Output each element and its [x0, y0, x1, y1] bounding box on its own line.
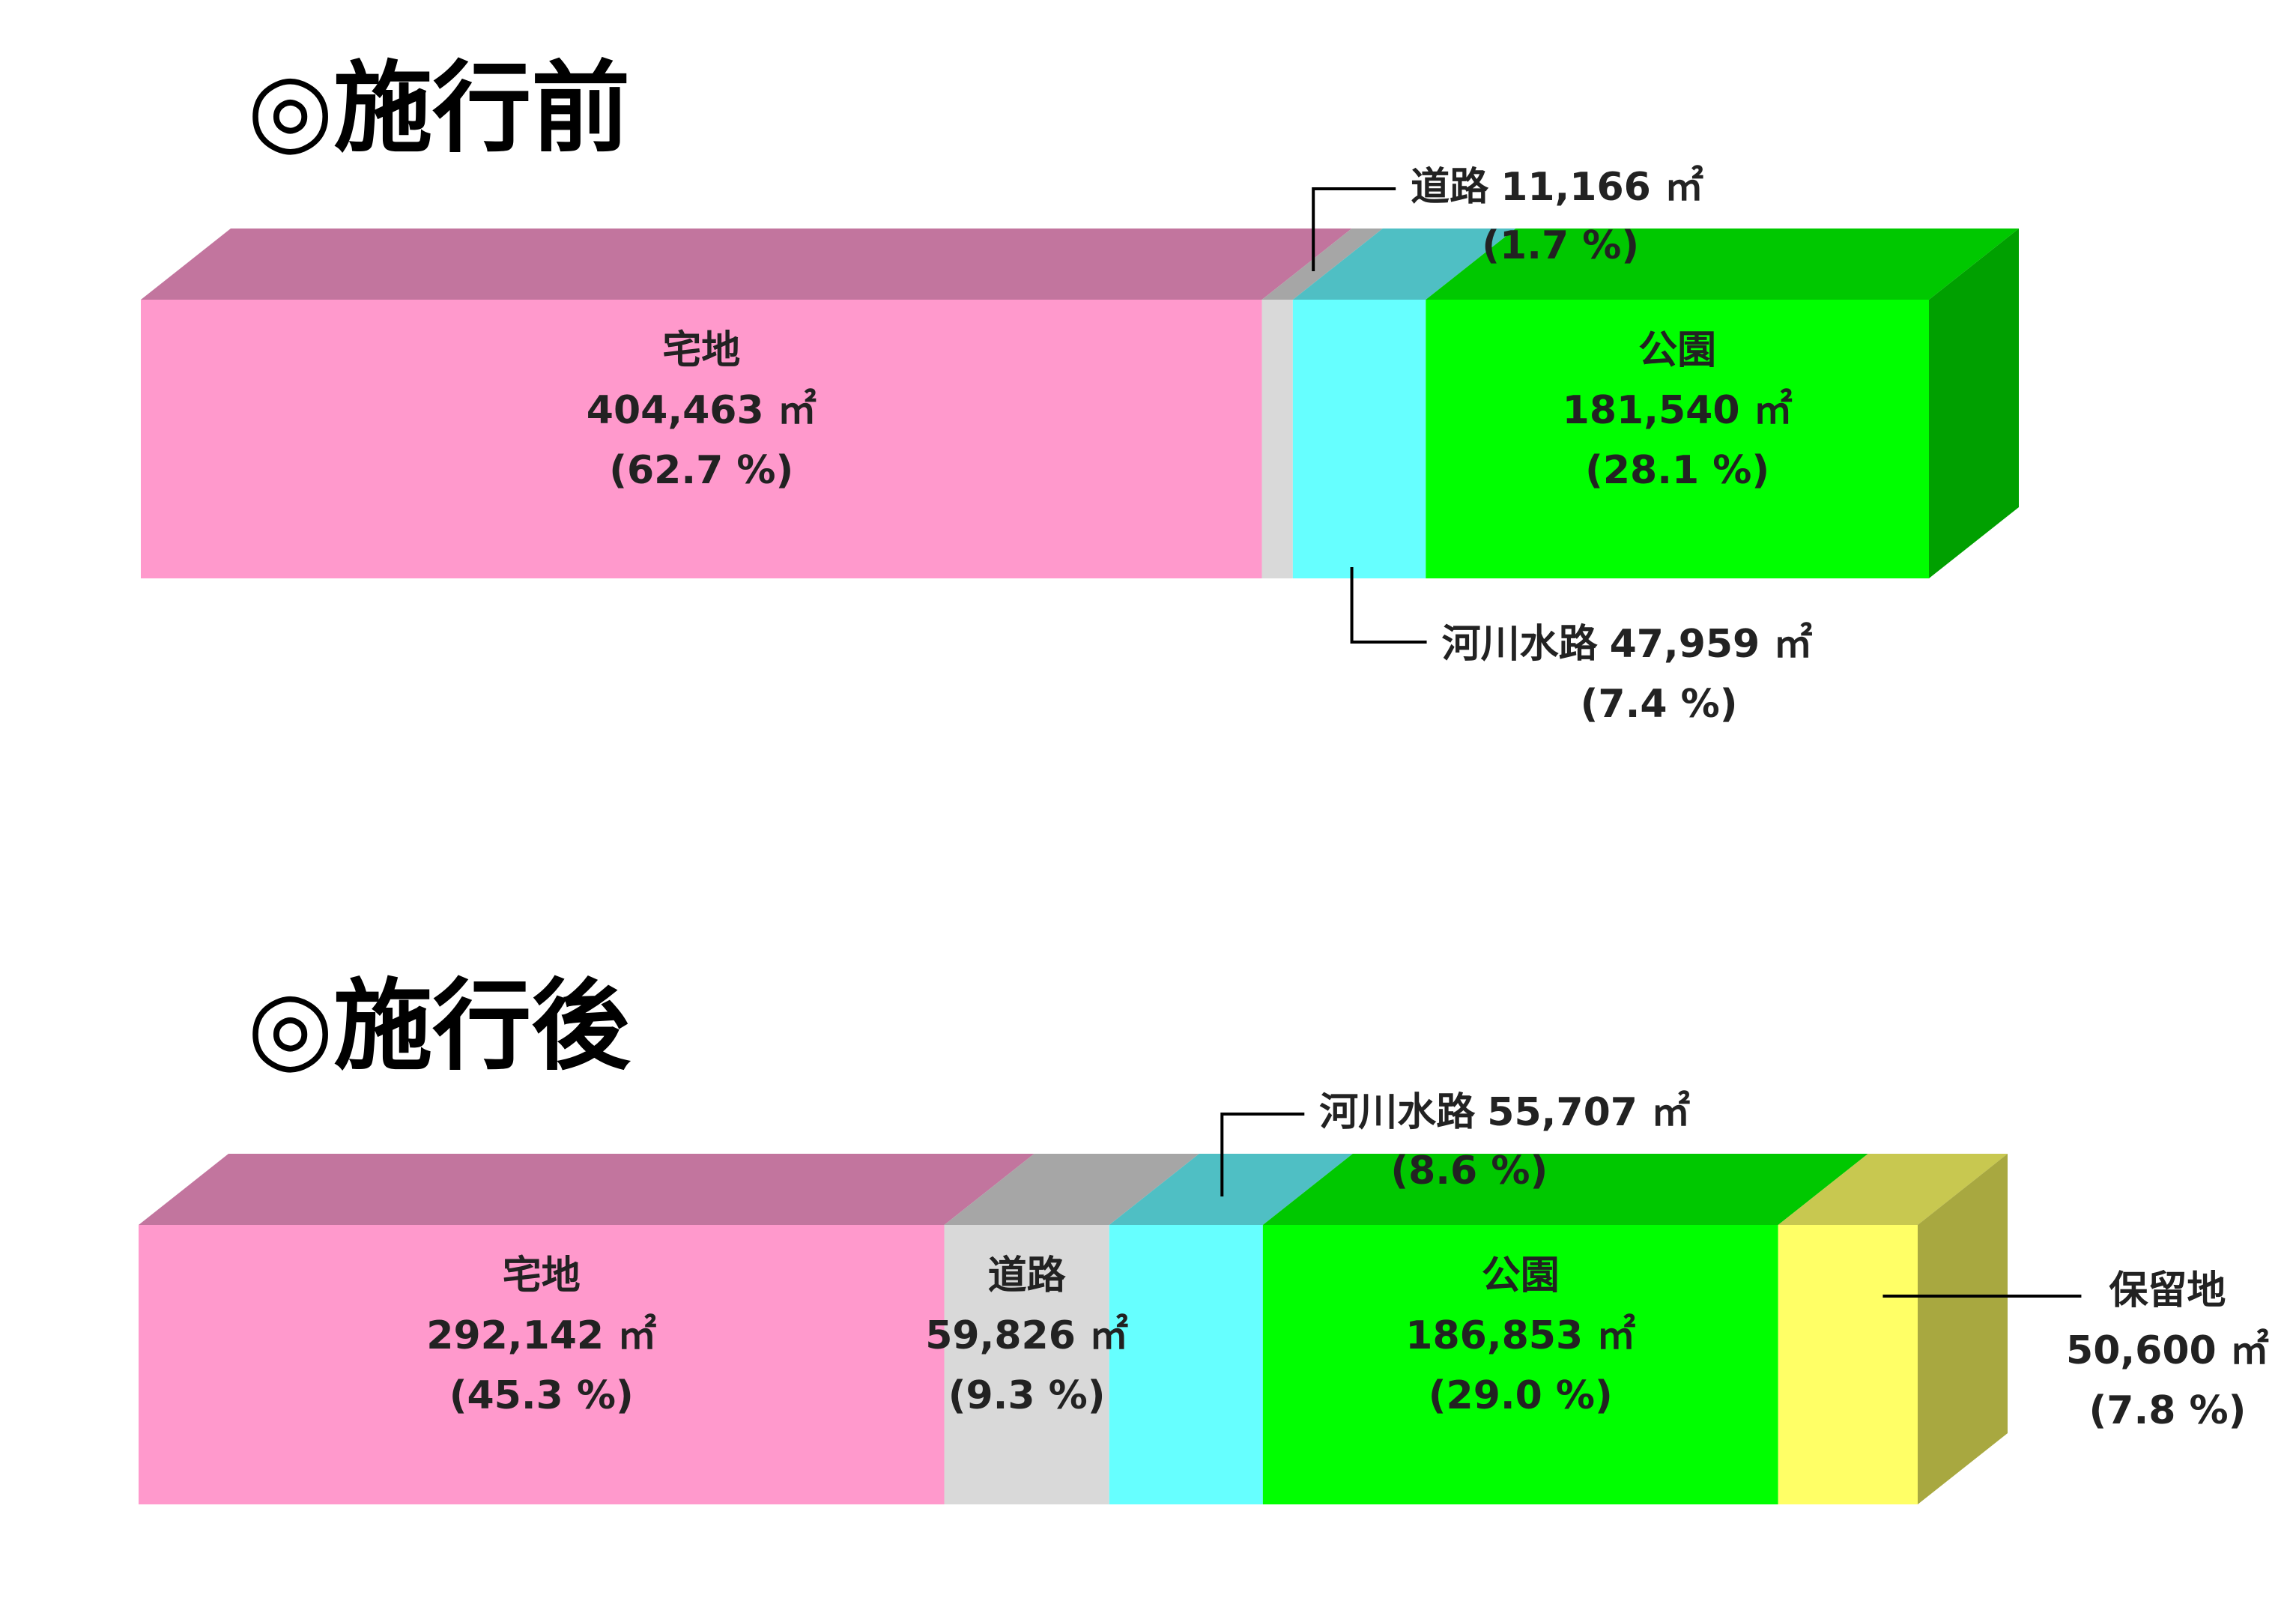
chart0-segment-2-leader-line — [1350, 567, 1427, 644]
chart-after-title: ◎施行後 — [247, 969, 631, 1084]
chart1-segment-0-top — [139, 1154, 1035, 1225]
chart0-segment-1-area: 11,166 ㎡ — [1500, 165, 1703, 210]
chart1-segment-0-percent: (45.3 %) — [449, 1373, 634, 1418]
chart0-segment-3-top — [1426, 229, 2019, 300]
chart1-segment-4-top — [1778, 1154, 2008, 1225]
chart0-segment-3-area: 181,540 ㎡ — [1563, 388, 1793, 433]
chart0-segment-1-percent: (1.7 %) — [1482, 223, 1639, 268]
chart0-segment-1-top — [1261, 229, 1383, 300]
chart1-segment-2-top — [1109, 1154, 1353, 1225]
chart1-segment-1-top — [944, 1154, 1199, 1225]
chart1-segment-0-area: 292,142 ㎡ — [426, 1313, 656, 1358]
chart0-segment-2-top — [1292, 229, 1516, 300]
chart0-segment-0-top — [141, 229, 1352, 300]
chart1-segment-4-side — [1918, 1154, 2008, 1504]
chart1-segment-0-name: 宅地 — [503, 1253, 581, 1298]
chart1-segment-1-bar — [944, 1225, 1109, 1504]
chart0-segment-3-side — [1929, 229, 2019, 578]
chart0-segment-2-name: 河川水路 — [1442, 622, 1599, 667]
chart1-segment-4-area: 50,600 ㎡ — [2066, 1328, 2269, 1373]
chart0-segment-2-area: 47,959 ㎡ — [1610, 622, 1813, 667]
chart1-segment-2-name: 河川水路 — [1319, 1090, 1476, 1135]
chart1-segment-3-percent: (29.0 %) — [1429, 1373, 1613, 1418]
chart1-segment-0-bar — [139, 1225, 945, 1504]
chart1-segment-3-area: 186,853 ㎡ — [1405, 1313, 1635, 1358]
chart1-segment-4-name: 保留地 — [2109, 1268, 2226, 1313]
chart1-segment-2-area: 55,707 ㎡ — [1487, 1090, 1690, 1135]
chart1-segment-3-bar — [1262, 1225, 1778, 1504]
chart1-segment-1-name: 道路 — [988, 1253, 1067, 1298]
chart-after-labels: 宅地 292,142 ㎡ (45.3 %) 道路 59,826 ㎡ (9.3 %) 河川水路… — [426, 1090, 2269, 1433]
chart0-segment-2-percent: (7.4 %) — [1581, 682, 1738, 727]
chart0-segment-2-bar — [1292, 300, 1426, 578]
chart0-segment-0-bar — [141, 300, 1262, 578]
chart0-segment-1-bar — [1261, 300, 1293, 578]
chart1-segment-2-percent: (8.6 %) — [1390, 1149, 1548, 1193]
chart1-segment-1-percent: (9.3 %) — [948, 1373, 1106, 1418]
chart0-segment-3-name: 公園 — [1638, 328, 1716, 373]
chart-before-bars — [141, 229, 2019, 578]
chart-before-title: ◎施行前 — [247, 51, 630, 166]
chart0-segment-3-percent: (28.1 %) — [1585, 448, 1769, 493]
chart1-segment-3-name: 公園 — [1482, 1253, 1560, 1298]
chart1-segment-2-leader-line — [1220, 1113, 1305, 1196]
chart1-segment-4-percent: (7.8 %) — [2089, 1388, 2247, 1433]
chart0-segment-0-percent: (62.7 %) — [609, 448, 793, 493]
chart0-segment-0-area: 404,463 ㎡ — [587, 388, 817, 433]
chart1-segment-2-bar — [1109, 1225, 1263, 1504]
chart-after-bars — [139, 1154, 2008, 1504]
chart1-segment-3-top — [1262, 1154, 1868, 1225]
chart0-segment-1-name: 道路 — [1411, 165, 1489, 210]
chart-after: ◎施行後 宅地 292,142 ㎡ (45.3 %) 道路 59,826 ㎡ (9.3 %… — [139, 969, 2269, 1504]
chart0-segment-1-leader-line — [1312, 187, 1396, 271]
chart0-segment-3-bar — [1426, 300, 1929, 578]
chart1-segment-4-bar — [1778, 1225, 1918, 1504]
chart1-segment-1-area: 59,826 ㎡ — [925, 1313, 1128, 1358]
chart0-segment-0-name: 宅地 — [662, 328, 740, 373]
